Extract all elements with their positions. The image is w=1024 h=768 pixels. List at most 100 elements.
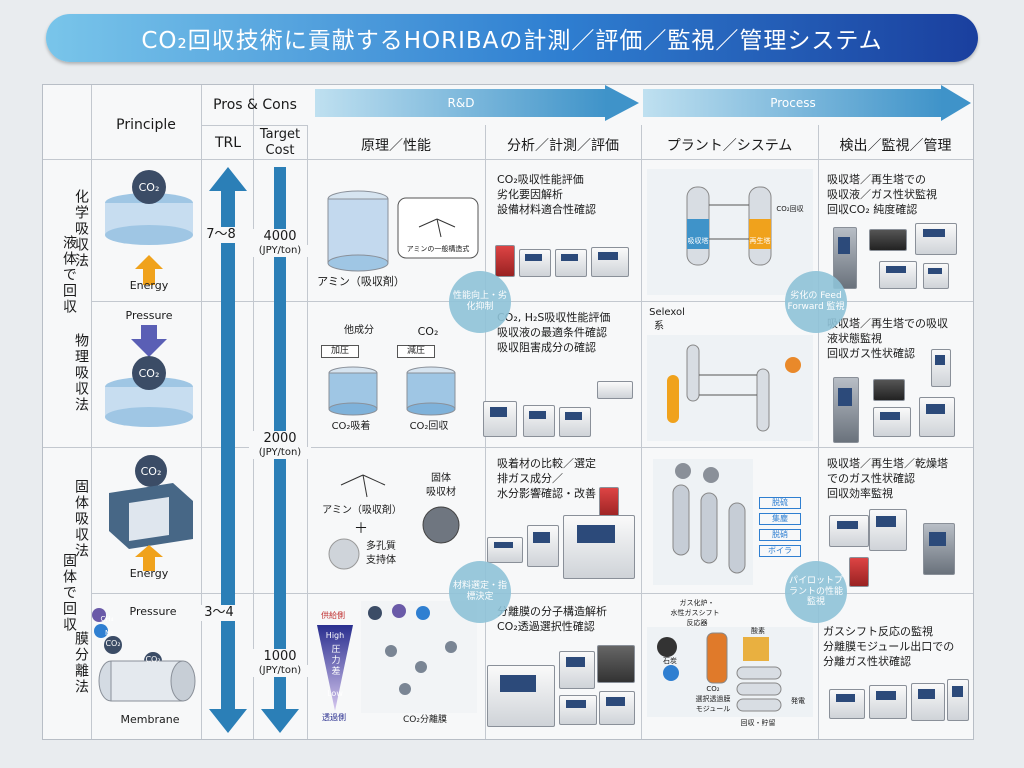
amine-label: アミン（吸収剤） (317, 275, 405, 288)
instrument-icon (923, 263, 949, 289)
instrument-icon (849, 557, 869, 587)
instrument-icon (523, 405, 555, 437)
instrument-icon (873, 379, 905, 401)
pressure-label-2: Pressure (129, 605, 177, 618)
badge-pilot-plant: パイロットプラントの性能監視 (785, 561, 847, 623)
grid-line (43, 159, 973, 160)
co2-recovery-label: CO₂回収 (776, 205, 804, 213)
gasifier-label: ガス化炉・ (679, 599, 715, 607)
group-liquid: 液体で回収 (61, 235, 77, 315)
co2-label: CO₂ (138, 367, 160, 380)
pressure-label-1: Pressure (125, 309, 173, 322)
cost-2: 2000 (253, 431, 307, 447)
absorbent-label: 吸収材 (426, 487, 456, 498)
power-generation-label: 発電 (791, 697, 805, 705)
instrument-icon (563, 515, 635, 579)
title-banner: CO₂回収技術に貢献するHORIBAの計測／評価／監視／管理システム (46, 14, 978, 62)
co2-label: CO₂ (105, 639, 121, 648)
permeate-side-label: 透過側 (322, 713, 346, 722)
instrument-icon (559, 651, 595, 689)
note-line: 分離膜の分子構造解析 (497, 605, 607, 618)
note-line: CO₂, H₂S吸収性能評価 (497, 311, 611, 324)
system-label: 系 (654, 321, 664, 332)
membrane-illustration (92, 608, 196, 702)
cost-1-unit: (JPY/ton) (249, 245, 311, 257)
note-line: 吸収阻害成分の確認 (497, 340, 596, 354)
porous-support-icon (328, 538, 360, 570)
desulfurization-box: 脱硫 (759, 497, 801, 509)
header-col2: 分析／計測／評価 (507, 138, 619, 154)
module-label: モジュール (695, 705, 731, 713)
note-line: 分離膜モジュール出口での (823, 639, 955, 653)
physical-absorption-illustration (105, 325, 193, 427)
membrane-label: Membrane (120, 713, 180, 726)
note-line: 分離ガス性状確認 (823, 654, 911, 668)
instrument-icon (487, 537, 523, 563)
col4-notes-row3: 吸収塔／再生塔／乾燥塔 でのガス性状確認 回収効率監視 (827, 457, 971, 502)
col4-notes-row1: 吸収塔／再生塔での 吸収液／ガス性状監視 回収CO₂ 純度確認 (827, 173, 971, 218)
instrument-icon (527, 525, 559, 567)
analyzer-cabinet-icon (923, 523, 955, 575)
energy-label-1: Energy (129, 279, 169, 292)
note-line: 回収ガス性状確認 (827, 346, 915, 360)
instrument-icon (869, 229, 907, 251)
co2-module-label: CO₂ (706, 685, 720, 693)
process-phase-arrow: Process (643, 89, 943, 117)
boiler-box: ボイラ (759, 545, 801, 557)
page-title: CO₂回収技術に貢献するHORIBAの計測／評価／監視／管理システム (141, 28, 883, 54)
col2-notes-row4: 分離膜の分子構造解析 CO₂透過選択性確認 (497, 605, 637, 635)
cost-1: 4000 (253, 229, 307, 245)
header-principle: Principle (116, 117, 176, 133)
col4-notes-row2: 吸収塔／再生塔での吸収 液状態監視 回収ガス性状確認 (827, 317, 971, 362)
amine-structure-label: アミンの一般構造式 (406, 245, 470, 253)
header-pros-cons: Pros & Cons (213, 97, 297, 113)
diagram-board: R&D Process Principle Pros & Cons TRL Ta… (42, 84, 974, 740)
row-membrane: 膜分離法 (73, 631, 89, 695)
membrane-structure-illustration (361, 601, 477, 713)
header-col1: 原理／性能 (361, 138, 431, 154)
instrument-icon (879, 261, 917, 289)
note-line: CO₂透過選択性確認 (497, 619, 595, 633)
instrument-icon (915, 223, 957, 255)
solid-absorbent-icon (422, 506, 460, 544)
trl-high: 7〜8 (203, 227, 239, 243)
instrument-icon (869, 685, 907, 719)
badge-performance: 性能向上・劣化抑制 (449, 271, 511, 333)
instrument-icon (555, 249, 587, 277)
instrument-icon (873, 407, 911, 437)
note-line: 排ガス成分／ (497, 471, 563, 485)
grid-line (253, 85, 254, 739)
row-physical: 物理吸収法 (73, 333, 89, 413)
cost-2-unit: (JPY/ton) (249, 447, 311, 459)
badge-material-selection: 材料選定・指標決定 (449, 561, 511, 623)
amine-structure-2 (340, 474, 386, 498)
note-line: 吸収液の最適条件確認 (497, 325, 607, 339)
amine-label-2: アミン（吸収剤） (322, 505, 402, 516)
note-line: 回収CO₂ 純度確認 (827, 202, 918, 216)
instrument-icon (483, 401, 517, 437)
trl-low: 3〜4 (199, 605, 239, 621)
instrument-icon (597, 645, 635, 683)
header-col3: プラント／システム (666, 138, 793, 154)
rd-label: R&D (447, 96, 475, 110)
grid-line (91, 85, 92, 739)
high-label: High (325, 631, 345, 640)
ch4-label: CH₄ (100, 615, 114, 623)
header-col4: 検出／監視／管理 (839, 138, 952, 154)
cost-3-unit: (JPY/ton) (249, 665, 311, 677)
note-line: 吸収塔／再生塔／乾燥塔 (827, 457, 948, 470)
selexol-label: Selexol (649, 307, 685, 318)
grid-line (307, 125, 308, 739)
instrument-icon (591, 247, 629, 277)
co2-recovery-label: CO₂回収 (409, 421, 449, 432)
feed-side-label: 供給側 (321, 611, 345, 620)
header-trl: TRL (214, 135, 242, 151)
rd-arrowhead (605, 85, 639, 121)
trl-arrow (209, 167, 247, 733)
depressurize-label: 減圧 (397, 345, 435, 358)
grid-line (43, 447, 973, 448)
grid-line (641, 125, 642, 739)
note-line: 吸収塔／再生塔での吸収 (827, 317, 948, 330)
col2-notes-row3: 吸着材の比較／選定 排ガス成分／ 水分影響確認・改善 (497, 457, 637, 502)
note-line: 液状態監視 (827, 331, 882, 345)
